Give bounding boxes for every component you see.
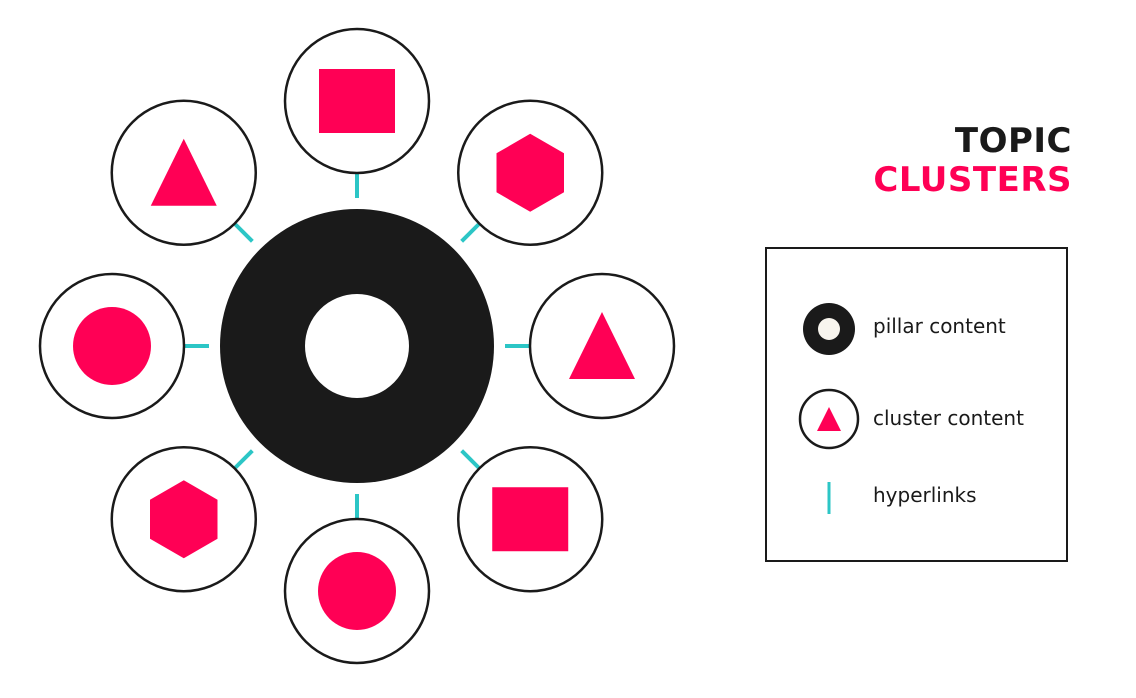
triangle-icon [150,138,217,206]
legend-hyperlinks-label: hyperlinks [873,483,977,507]
hyperlink-bottom-right [460,449,481,470]
legend: pillar content cluster content hyperlink… [765,247,1068,562]
cluster-node-top [283,27,431,175]
cluster-node-right [528,272,676,420]
square-icon [492,487,569,552]
circle-icon [318,552,396,630]
hyperlink-bottom-left [233,449,254,470]
square-icon [319,69,395,133]
pillar-content-hole [305,294,409,398]
cluster-node-left [38,272,186,420]
hyperlink-top-right [460,222,481,243]
cluster-node-top-right [456,99,604,247]
legend-icons [798,303,860,514]
circle-icon [73,307,151,385]
title-topic: TOPIC [954,121,1072,161]
hyperlink-top-left [233,222,254,243]
hexagon-icon [496,133,564,212]
cluster-node-bottom-left [110,445,258,593]
triangle-icon [569,312,635,379]
title-clusters: CLUSTERS [873,160,1072,200]
legend-cluster-label: cluster content [873,406,1024,430]
cluster-node-top-left [110,99,258,247]
cluster-node-bottom-right [456,445,604,593]
legend-pillar-label: pillar content [873,314,1006,338]
cluster-node-bottom [283,517,431,665]
hexagon-icon [150,480,218,559]
